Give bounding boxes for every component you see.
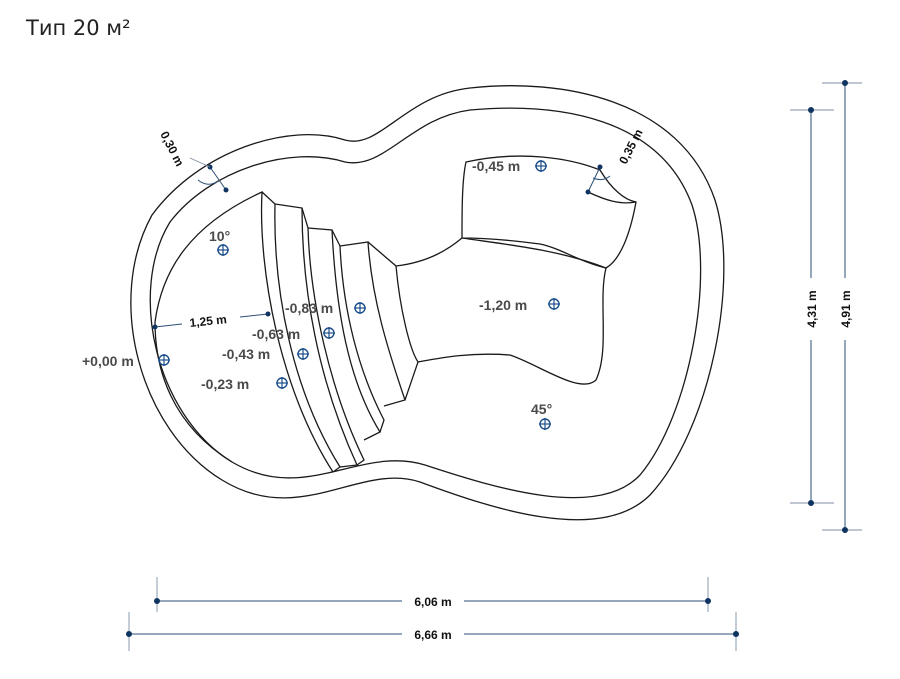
shelf-arc xyxy=(154,321,233,463)
step-2-front xyxy=(301,207,365,466)
page-title: Тип 20 м² xyxy=(26,16,131,40)
wall-right-dim xyxy=(585,164,611,195)
step-width-label: 1,25 m xyxy=(189,312,228,330)
width-inner-label: 6,06 m xyxy=(414,595,451,609)
depth-label-045: -0,45 m xyxy=(472,158,520,174)
depth-label-120: -1,20 m xyxy=(479,297,527,313)
step-4 xyxy=(339,241,406,407)
depth-label-023: -0,23 m xyxy=(201,376,249,392)
wall-right-label: 0,35 m xyxy=(616,127,645,167)
angle-label-45: 45° xyxy=(531,401,552,417)
width-outer-dim xyxy=(126,612,739,651)
depth-label-063: -0,63 m xyxy=(252,326,300,342)
pool-inner-edge xyxy=(149,107,702,499)
depth-marker-icon xyxy=(276,377,288,389)
depth-marker-icon xyxy=(354,302,366,314)
step-width-dim xyxy=(152,311,271,330)
pool-outer-rim xyxy=(130,85,725,521)
step-3 xyxy=(307,227,381,441)
wall-left-dim xyxy=(189,157,229,193)
depth-label-043: -0,43 m xyxy=(222,346,270,362)
wall-left-label: 0,30 m xyxy=(157,129,186,169)
depth-marker-icon xyxy=(535,160,547,172)
depth-marker-icon xyxy=(297,348,309,360)
step-4-front xyxy=(367,241,419,401)
depth-marker-icon xyxy=(548,298,560,310)
step-1 xyxy=(154,190,334,473)
depth-label-083: -0,83 m xyxy=(285,300,333,316)
step-1-front xyxy=(261,191,341,473)
right-bench-edge xyxy=(587,191,637,204)
step-2 xyxy=(274,203,358,468)
height-inner-label: 4,31 m xyxy=(805,290,819,327)
angle-label-10: 10° xyxy=(209,228,230,244)
depth-label-0: +0,00 m xyxy=(82,353,134,369)
width-inner-dim xyxy=(154,577,711,612)
angle-marker-icon xyxy=(217,244,229,256)
depth-marker-icon xyxy=(158,354,170,366)
height-outer-dim xyxy=(822,80,862,533)
angle-marker-icon xyxy=(539,418,551,430)
height-inner-dim xyxy=(790,107,834,506)
height-outer-label: 4,91 m xyxy=(839,290,853,327)
step-3-front xyxy=(331,229,385,433)
width-outer-label: 6,66 m xyxy=(414,628,451,642)
depth-marker-icon xyxy=(323,327,335,339)
right-bench xyxy=(461,155,637,269)
